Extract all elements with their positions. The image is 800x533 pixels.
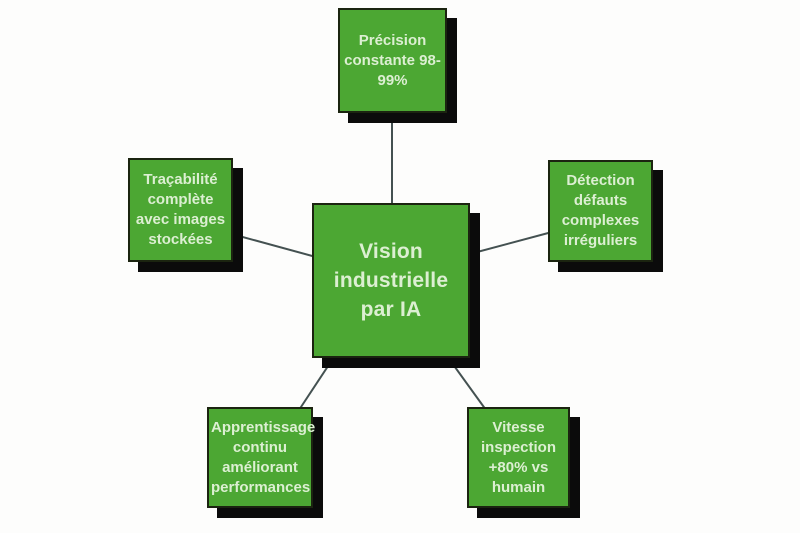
connector-center-to-bottom-left — [298, 353, 337, 411]
node-tracabilite-complete: Traçabilité complète avec images stockée… — [128, 158, 233, 262]
node-vitesse-inspection-label: Vitesse inspection +80% vs humain — [480, 418, 556, 496]
connector-center-to-bottom-right — [446, 355, 487, 411]
node-vitesse-inspection: Vitesse inspection +80% vs humain — [467, 407, 570, 508]
node-detection-defauts-label: Détection défauts complexes irréguliers — [561, 172, 640, 249]
node-tracabilite-complete-label: Traçabilité complète avec images stockée… — [135, 171, 226, 248]
node-precision-constante: Précision constante 98-99% — [338, 8, 447, 113]
node-central-vision-industrielle-ia: Vision industrielle par IA — [312, 203, 470, 358]
node-apprentissage-continu: Apprentissage continu améliorant perform… — [207, 407, 316, 508]
node-precision-constante-label: Précision constante 98-99% — [344, 31, 441, 89]
node-central-label: Vision industrielle par IA — [333, 240, 449, 321]
connector-center-to-top-left — [227, 232, 317, 258]
node-detection-defauts: Détection défauts complexes irréguliers — [548, 160, 653, 262]
node-apprentissage-continu-label: Apprentissage continu améliorant perform… — [211, 418, 316, 496]
connector-center-to-top-right — [465, 231, 553, 256]
